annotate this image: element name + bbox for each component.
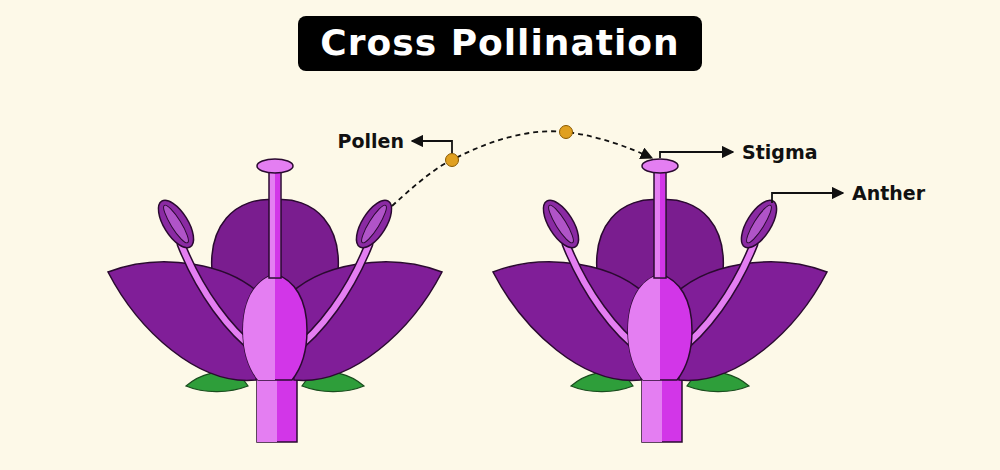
pollen-path xyxy=(392,131,652,206)
pollen-grain xyxy=(560,126,573,139)
leader-line xyxy=(660,152,733,158)
part-label: Anther xyxy=(852,182,925,204)
part-label: Stigma xyxy=(742,141,818,163)
leader-line xyxy=(772,193,843,203)
pollen-grain xyxy=(446,154,459,167)
leader-line xyxy=(412,141,452,153)
part-label: Pollen xyxy=(338,130,404,152)
flower-left xyxy=(108,159,442,442)
title: Cross Pollination xyxy=(298,16,701,71)
flower-right xyxy=(493,159,827,442)
